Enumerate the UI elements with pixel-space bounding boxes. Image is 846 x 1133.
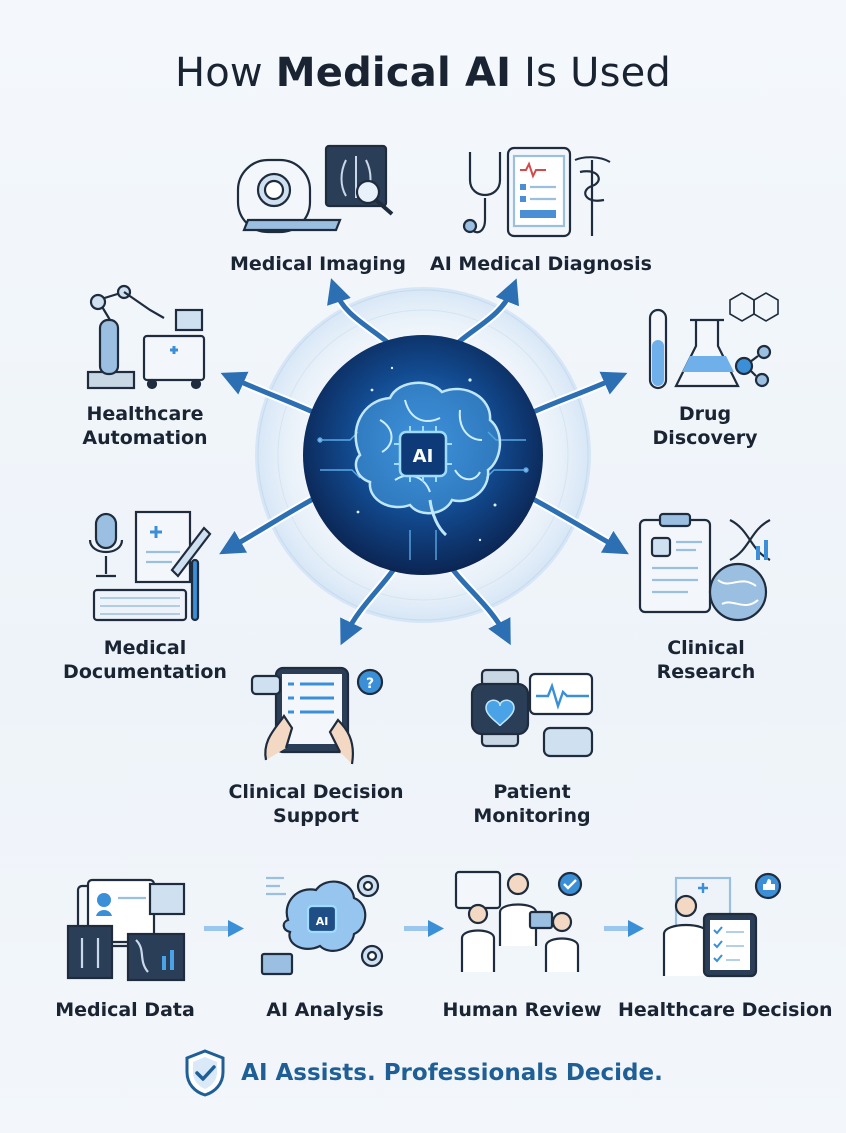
medical-records-icon (66, 878, 186, 982)
doctor-checklist-icon (662, 872, 782, 978)
flow-arrow-2 (404, 920, 444, 937)
hub-label: AI (413, 446, 434, 467)
tagline-text: AI Assists. Professionals Decide. (241, 1060, 663, 1086)
flow-arrow-3 (604, 920, 644, 937)
label-medical-imaging: Medical Imaging (229, 253, 407, 275)
doctors-team-icon (454, 870, 583, 972)
stethoscope-tablet-icon (462, 146, 611, 238)
robotic-arm-icon (86, 284, 206, 390)
workflow-label-medical-data: Medical Data (55, 999, 195, 1021)
tagline: AI Assists. Professionals Decide. (0, 1048, 846, 1098)
label-drug-discovery: Drug Discovery (652, 403, 758, 449)
workflow-label-healthcare-decision: Healthcare Decision (618, 999, 833, 1021)
label-ai-medical-diagnosis: AI Medical Diagnosis (430, 253, 652, 275)
label-clinical-decision-support: Clinical Decision Support (228, 781, 404, 827)
label-clinical-research: Clinical Research (656, 637, 756, 683)
title-suffix: Is Used (524, 50, 672, 96)
mri-scanner-xray-icon (236, 144, 394, 234)
workflow-label-human-review: Human Review (442, 999, 602, 1021)
hub-ring-outer (257, 289, 589, 621)
page-title: How Medical AI Is Used (0, 50, 846, 96)
label-healthcare-automation: Healthcare Automation (82, 403, 208, 449)
ai-brain-gears-icon (260, 874, 384, 976)
clipboard-dna-globe-icon (638, 512, 771, 622)
tablet-hands-icon: ? (250, 666, 384, 765)
ai-chip-pins (394, 426, 452, 482)
hub-sparkles (356, 366, 497, 542)
title-prefix: How (174, 50, 263, 96)
label-medical-documentation: Medical Documentation (63, 637, 227, 683)
smartwatch-ecg-icon (470, 668, 594, 758)
flow-arrow-1 (204, 920, 244, 937)
svg-text:?: ? (366, 676, 374, 692)
microphone-document-icon (88, 510, 212, 622)
shield-check-icon (185, 1049, 225, 1097)
title-bold: Medical AI (275, 50, 512, 96)
analysis-chip-label: AI (316, 915, 329, 928)
hub-ring-inner (277, 309, 569, 601)
label-patient-monitoring: Patient Monitoring (473, 781, 591, 827)
workflow-label-ai-analysis: AI Analysis (266, 999, 384, 1021)
lab-flask-molecule-icon (648, 292, 779, 390)
